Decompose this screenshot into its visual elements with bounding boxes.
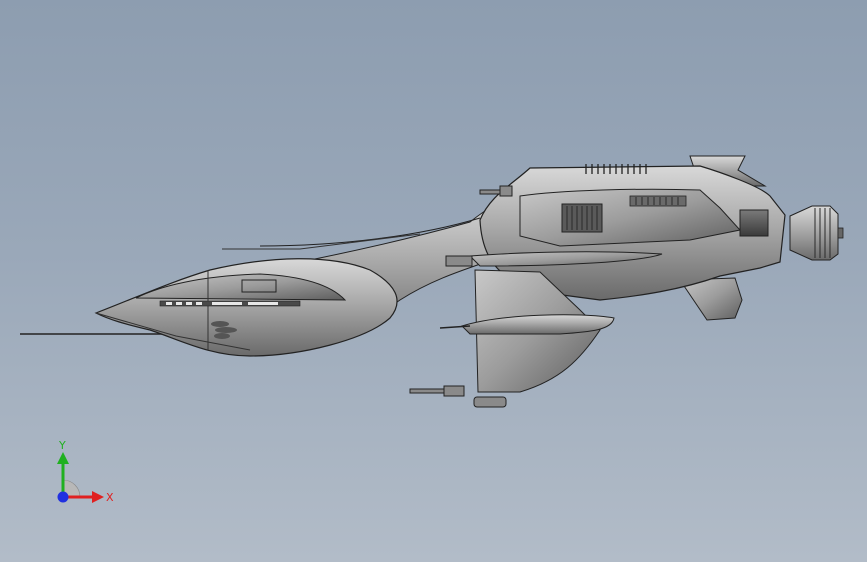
forward-hull xyxy=(94,258,398,357)
x-axis-arrow xyxy=(92,491,104,503)
upper-gun xyxy=(479,185,513,197)
y-axis-label: Y xyxy=(58,439,66,452)
lower-rear-fin xyxy=(679,277,743,321)
z-axis-dot xyxy=(57,491,69,503)
x-axis-label: X xyxy=(106,491,114,504)
y-axis-arrow xyxy=(57,452,69,464)
mid-wing-band xyxy=(468,251,663,267)
lower-sponson xyxy=(461,314,615,335)
engine-nozzle xyxy=(789,205,839,261)
lower-gun xyxy=(409,385,507,408)
coordinate-triad-icon: Y X xyxy=(57,439,114,504)
